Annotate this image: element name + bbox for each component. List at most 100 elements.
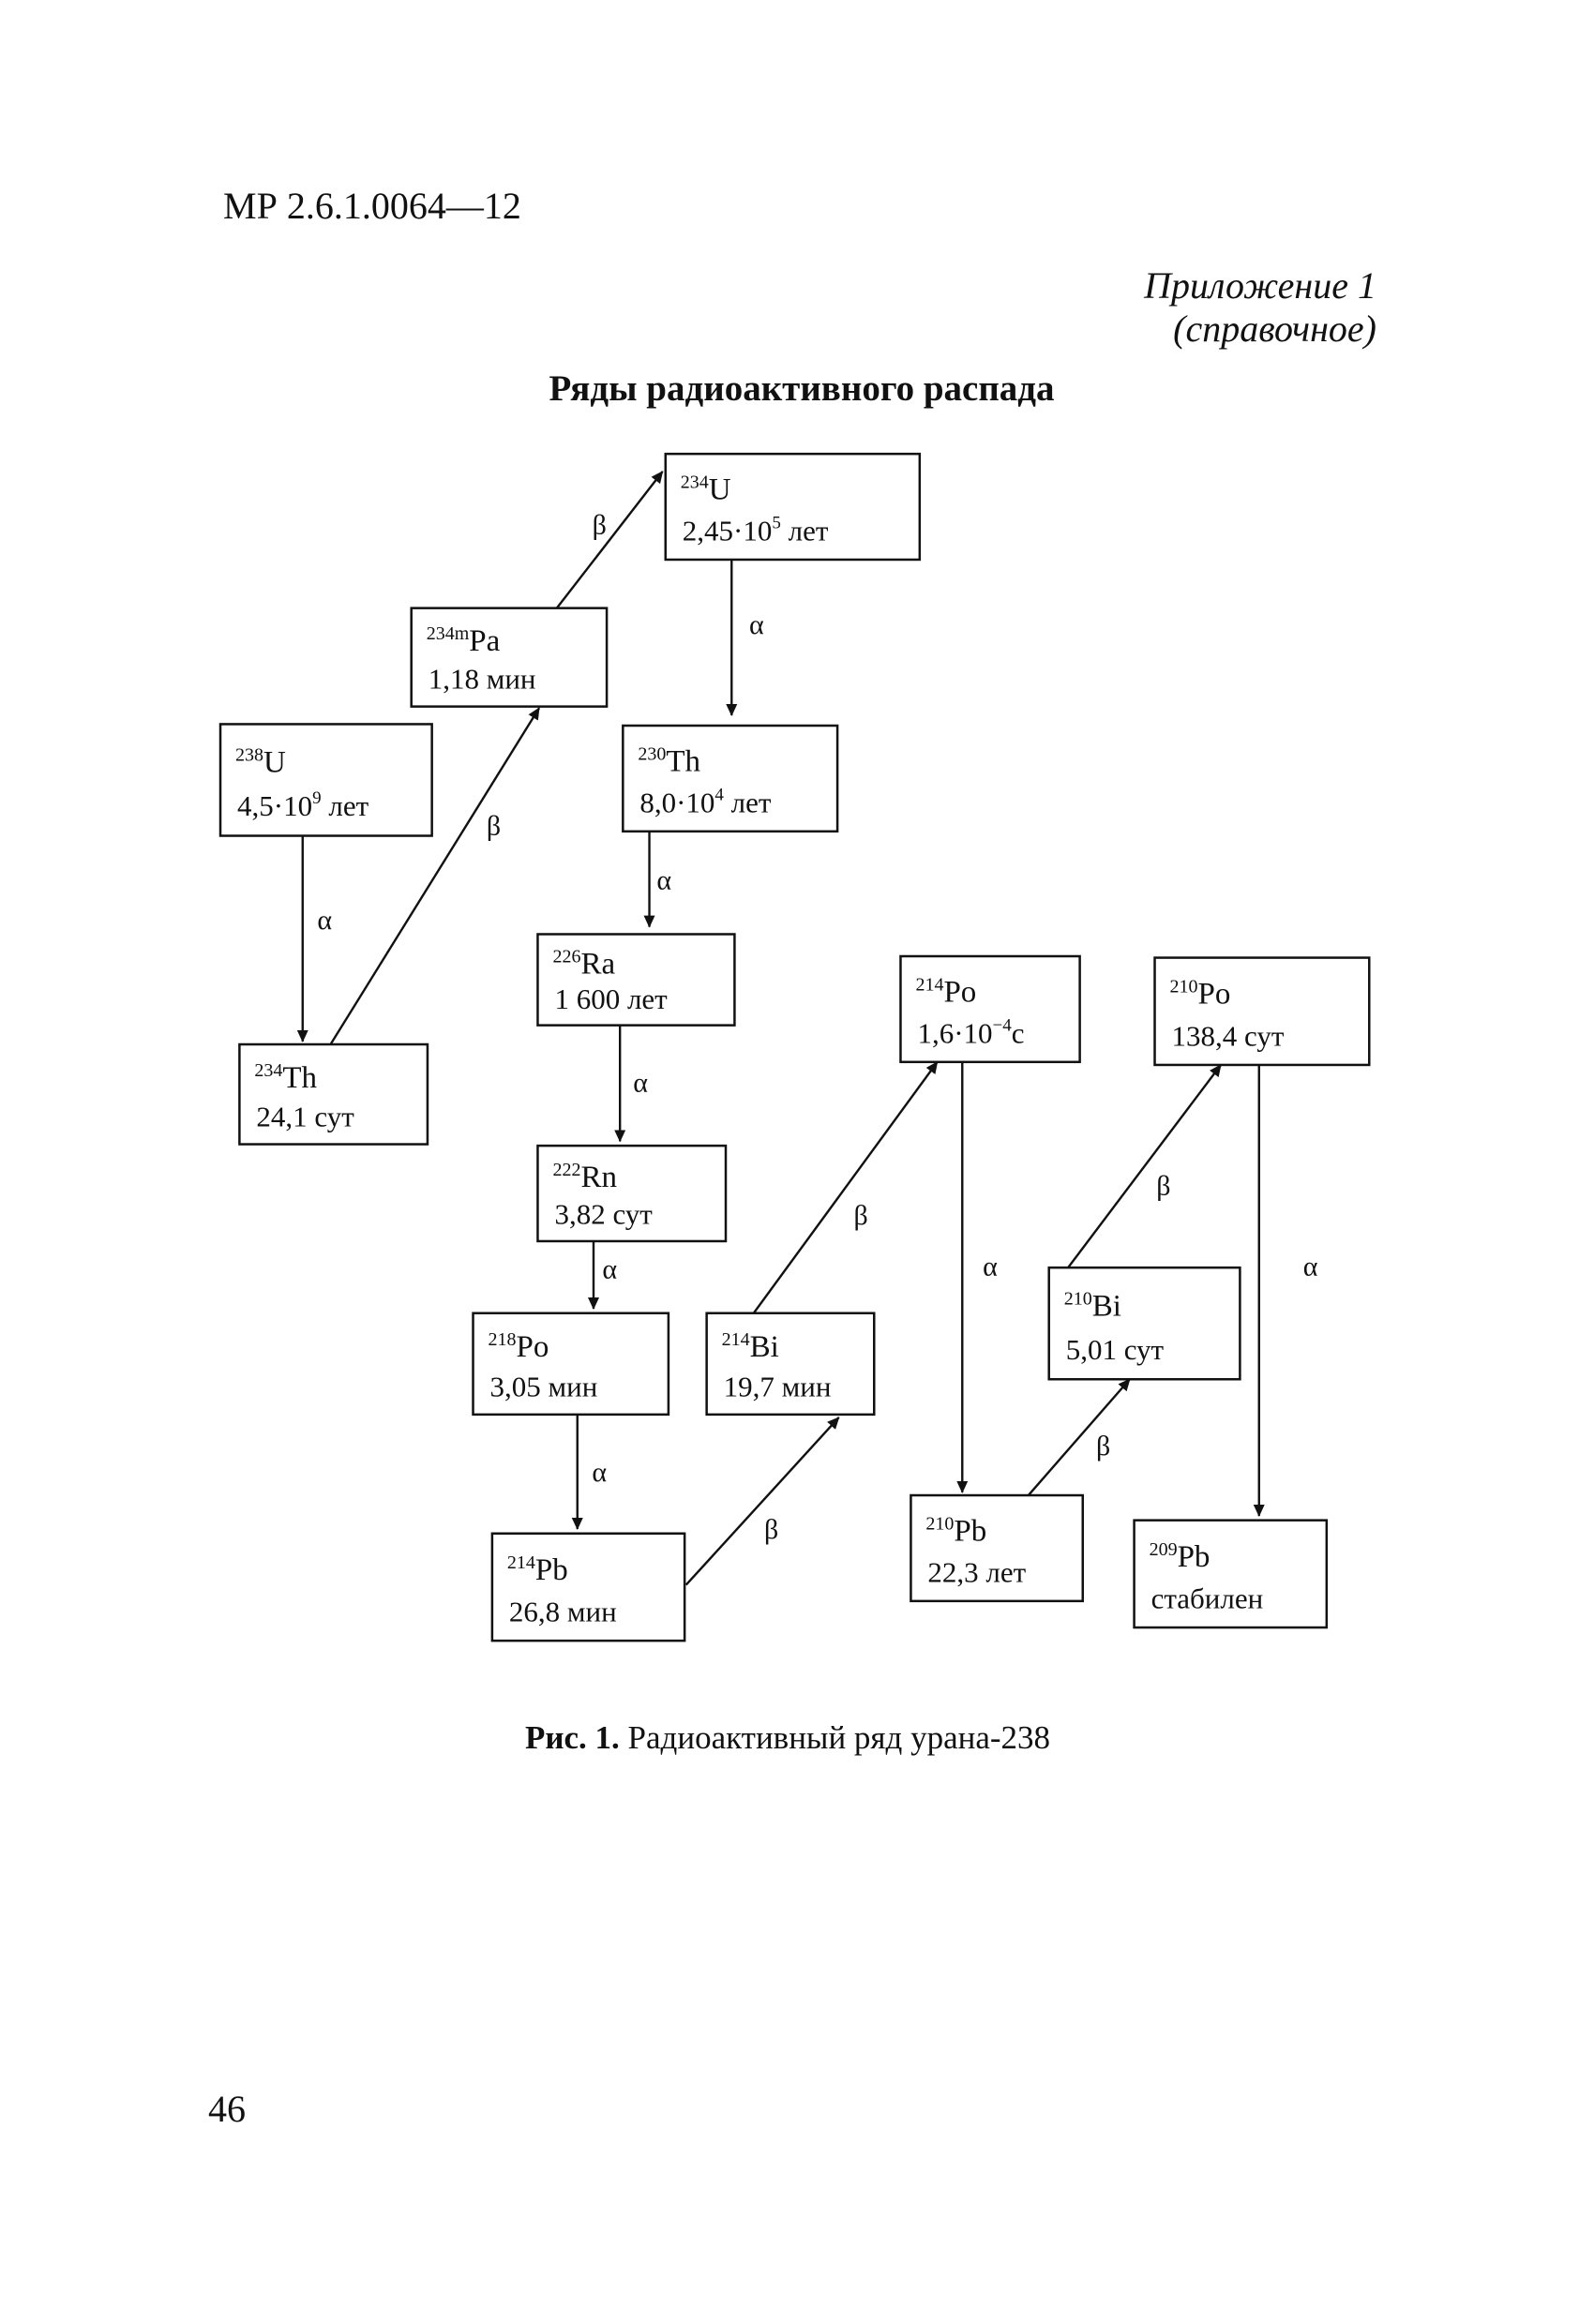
isotope-box: [218, 723, 433, 837]
half-life-value: 1 600 лет: [554, 982, 668, 1015]
half-life-exponent: −4: [993, 1016, 1013, 1036]
isotope-symbol: Po: [1198, 978, 1231, 1012]
isotope-node-pb209: 209Pb стабилен: [1133, 1519, 1329, 1629]
half-life-value: 1,18 мин: [429, 663, 536, 696]
isotope-symbol: Ra: [580, 947, 615, 981]
decay-arrow-th234-to-pa234m: [329, 707, 541, 1045]
isotope-node-pb210: 210Pb 22,3 лет: [910, 1493, 1084, 1603]
isotope-name: 226Ra: [552, 946, 615, 981]
isotope-name: 210Pb: [925, 1514, 986, 1549]
isotope-name: 222Rn: [552, 1160, 617, 1194]
decay-label-bi210-to-po210: β: [1156, 1170, 1170, 1201]
half-life-value: 24,1 сут: [256, 1100, 354, 1132]
half-life-value: 4,5·10: [237, 789, 312, 822]
isotope-mass-number: 222: [552, 1160, 580, 1180]
isotope-name: 214Pb: [507, 1552, 568, 1587]
half-life-value: 8,0·10: [639, 787, 714, 819]
isotope-node-th234: 234Th 24,1 сут: [238, 1042, 429, 1146]
isotope-half-life: 8,0·104 лет: [639, 786, 772, 819]
half-life-exponent: 9: [312, 788, 322, 808]
half-life-value: 19,7 мин: [724, 1370, 832, 1402]
decay-label-u238-to-th234: α: [317, 905, 332, 936]
isotope-mass-number: 230: [638, 744, 666, 765]
isotope-half-life: 1,6·10−4с: [917, 1016, 1024, 1050]
isotope-box: [622, 724, 839, 833]
isotope-name: 238U: [235, 745, 286, 780]
isotope-node-rn222: 222Rn 3,82 сут: [536, 1144, 728, 1243]
isotope-mass-number: 234m: [427, 623, 470, 644]
half-life-unit: с: [1012, 1017, 1025, 1050]
isotope-symbol: Pb: [954, 1515, 986, 1549]
isotope-node-pa234m: 234mPa 1,18 мин: [410, 607, 609, 708]
isotope-name: 230Th: [638, 744, 700, 779]
isotope-box: [1047, 1266, 1241, 1381]
page-number: 46: [208, 2088, 246, 2130]
isotope-symbol: U: [263, 746, 286, 780]
half-life-value: 26,8 мин: [509, 1596, 617, 1628]
half-life-value: 22,3 лет: [927, 1556, 1026, 1589]
isotope-half-life: 138,4 сут: [1172, 1019, 1285, 1052]
decay-arrow-bi214-to-po214: [752, 1061, 939, 1314]
half-life-exponent: 5: [772, 514, 781, 533]
isotope-half-life: 4,5·109 лет: [237, 788, 369, 822]
isotope-box: [664, 452, 922, 562]
isotope-half-life: 3,82 сут: [554, 1198, 653, 1231]
isotope-half-life: 22,3 лет: [927, 1556, 1026, 1589]
isotope-box: [910, 1493, 1084, 1603]
isotope-name: 234U: [681, 472, 731, 507]
isotope-name: 214Bi: [722, 1329, 779, 1364]
decay-label-po210-to-pb209: α: [1303, 1252, 1318, 1282]
decay-arrow-bi210-to-po210: [1067, 1064, 1222, 1268]
isotope-node-bi214: 214Bi 19,7 мин: [705, 1312, 876, 1417]
isotope-half-life: 5,01 сут: [1066, 1333, 1165, 1366]
decay-label-th234-to-pa234m: β: [487, 811, 501, 842]
document-code: МР 2.6.1.0064—12: [223, 185, 521, 227]
isotope-symbol: Po: [517, 1330, 549, 1364]
isotope-box: [899, 954, 1081, 1064]
isotope-symbol: U: [709, 473, 731, 507]
isotope-name: 234Th: [254, 1060, 317, 1095]
isotope-symbol: Pb: [1178, 1540, 1211, 1574]
decay-label-u234-to-th230: α: [749, 609, 764, 640]
half-life-unit: лет: [781, 515, 829, 547]
figure-caption-text: Радиоактивный ряд урана-238: [619, 1719, 1051, 1756]
isotope-mass-number: 210: [1064, 1288, 1092, 1309]
isotope-mass-number: 214: [915, 975, 943, 996]
isotope-box: [472, 1312, 670, 1417]
isotope-symbol: Rn: [580, 1161, 617, 1194]
half-life-unit: лет: [322, 789, 369, 822]
decay-label-th230-to-ra226: α: [656, 865, 671, 896]
isotope-box: [410, 607, 609, 708]
isotope-node-bi210: 210Bi 5,01 сут: [1047, 1266, 1241, 1381]
isotope-mass-number: 226: [552, 946, 580, 967]
isotope-symbol: Bi: [1092, 1289, 1121, 1323]
figure-caption: Рис. 1. Радиоактивный ряд урана-238: [0, 1719, 1594, 1757]
isotope-symbol: Bi: [750, 1330, 779, 1364]
half-life-value: 5,01 сут: [1066, 1333, 1165, 1366]
isotope-half-life: 26,8 мин: [509, 1596, 617, 1628]
isotope-half-life: 24,1 сут: [256, 1100, 354, 1132]
half-life-exponent: 4: [714, 786, 724, 805]
decay-label-pb210-to-bi210: β: [1096, 1431, 1110, 1462]
isotope-mass-number: 209: [1150, 1539, 1178, 1560]
isotope-node-pb214: 214Pb 26,8 мин: [490, 1532, 686, 1642]
isotope-symbol: Th: [666, 745, 700, 779]
isotope-symbol: Pa: [469, 624, 500, 658]
half-life-value: 138,4 сут: [1172, 1019, 1285, 1052]
decay-label-pa234m-to-u234: β: [593, 509, 607, 540]
isotope-mass-number: 234: [254, 1060, 282, 1081]
decay-arrow-pa234m-to-u234: [555, 471, 664, 609]
isotope-mass-number: 218: [489, 1329, 517, 1350]
appendix-title: Приложение 1: [1144, 264, 1376, 307]
isotope-name: 214Po: [915, 975, 976, 1010]
half-life-value: 3,05 мин: [490, 1370, 598, 1402]
decay-arrow-pb210-to-bi210: [1027, 1378, 1131, 1496]
isotope-symbol: Pb: [535, 1553, 568, 1587]
isotope-half-life: стабилен: [1151, 1582, 1264, 1614]
isotope-node-u238: 238U 4,5·109 лет: [218, 723, 433, 837]
half-life-value: 1,6·10: [917, 1017, 992, 1050]
half-life-value: стабилен: [1151, 1582, 1264, 1614]
isotope-box: [705, 1312, 876, 1417]
